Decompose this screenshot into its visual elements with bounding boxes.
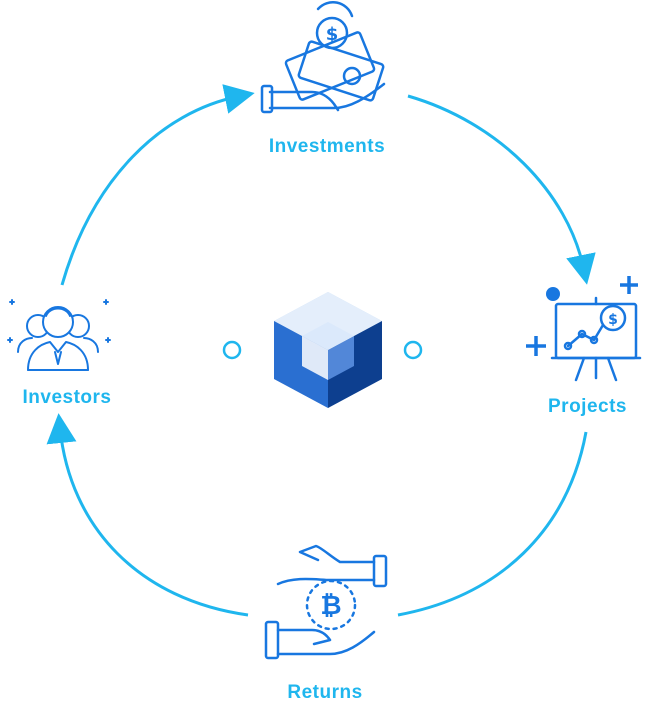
bitcoin-icon: ₿ xyxy=(320,591,341,621)
node-label-returns: Returns xyxy=(287,682,363,703)
arrow-investors-to-investments xyxy=(60,84,255,286)
cube-logo-icon xyxy=(274,292,382,408)
arrow-projects-to-returns xyxy=(397,431,588,617)
presentation-board-icon: $ xyxy=(526,276,642,382)
arrow-investments-to-projects xyxy=(407,94,596,285)
bitcoin-hands-icon xyxy=(264,544,388,660)
connector-right xyxy=(403,340,520,360)
node-label-investments: Investments xyxy=(268,136,386,157)
node-label-projects: Projects xyxy=(548,396,627,417)
arrow-returns-to-investors xyxy=(46,413,249,617)
svg-text:$: $ xyxy=(608,312,618,328)
investors-group-icon xyxy=(7,299,111,371)
money-hand-icon: $ xyxy=(260,0,386,114)
connector-left xyxy=(145,340,242,360)
node-label-investors: Investors xyxy=(22,387,112,408)
svg-text:$: $ xyxy=(326,24,339,45)
